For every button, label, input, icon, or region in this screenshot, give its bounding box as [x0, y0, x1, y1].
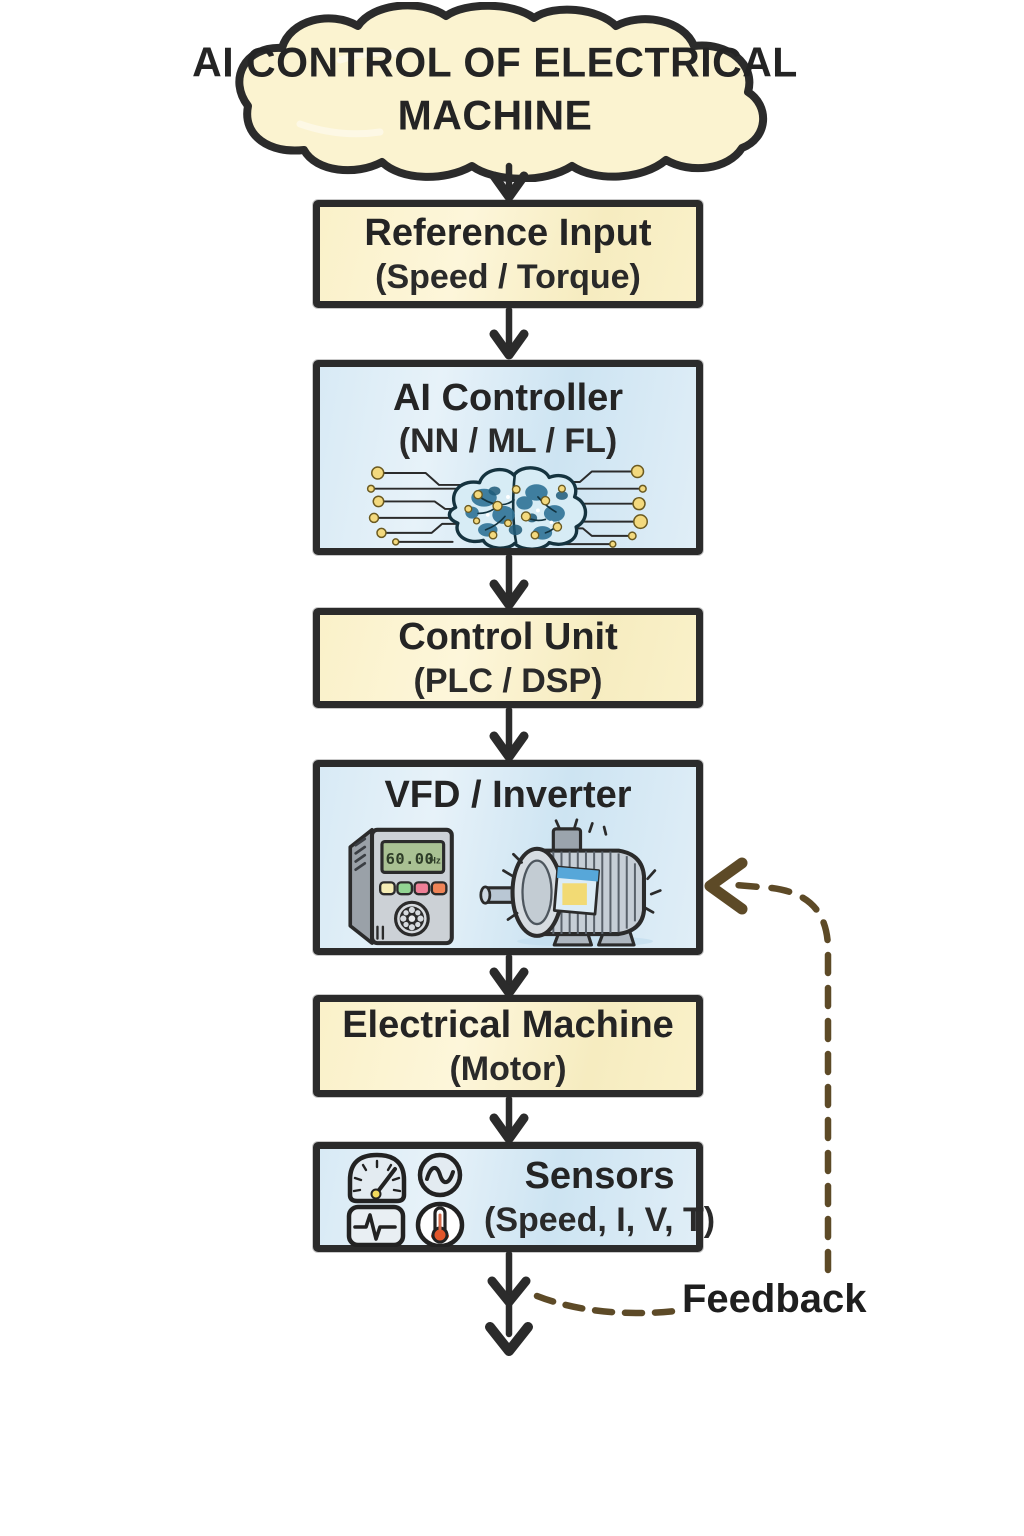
electric-motor-icon — [479, 818, 662, 948]
node-ai-controller: AI Controller (NN / ML / FL) — [313, 360, 703, 555]
reference-input-title: Reference Input — [364, 212, 652, 255]
vfd-drive-icon: 60.00 Hz — [348, 828, 454, 946]
control-unit-subtitle: (PLC / DSP) — [413, 661, 603, 700]
thermometer-icon — [415, 1201, 465, 1247]
cloud-shape — [235, 2, 767, 182]
control-unit-title: Control Unit — [398, 616, 618, 659]
pulse-waveform-icon — [346, 1204, 406, 1247]
vfd-display-unit: Hz — [429, 856, 441, 867]
vfd-display-value: 60.00 — [386, 851, 435, 869]
vfd-inverter-title: VFD / Inverter — [384, 774, 632, 816]
title-cloud: AI CONTROL OF ELECTRICAL MACHINE — [170, 2, 820, 182]
electrical-machine-title: Electrical Machine — [342, 1004, 674, 1047]
diagram-title-line1: AI CONTROL OF ELECTRICAL — [192, 38, 798, 86]
node-vfd-inverter: VFD / Inverter 60.00 Hz — [313, 760, 703, 955]
feedback-label: Feedback — [682, 1277, 867, 1321]
reference-input-subtitle: (Speed / Torque) — [375, 257, 641, 296]
ai-controller-subtitle: (NN / ML / FL) — [398, 422, 618, 461]
vfd-motor-illustration: 60.00 Hz — [348, 818, 662, 948]
diagram-title-line2: MACHINE — [397, 91, 593, 139]
node-control-unit: Control Unit (PLC / DSP) — [313, 608, 703, 708]
speedometer-icon — [347, 1152, 407, 1204]
node-electrical-machine: Electrical Machine (Motor) — [313, 995, 703, 1097]
ai-controller-title: AI Controller — [392, 377, 624, 419]
feedback-arrowhead — [704, 857, 748, 915]
node-sensors: Sensors (Speed, I, V, T) — [313, 1142, 715, 1252]
electrical-machine-subtitle: (Motor) — [449, 1049, 567, 1088]
sensor-icon-group — [346, 1152, 465, 1247]
sensors-subtitle: (Speed, I, V, T) — [484, 1200, 716, 1239]
node-reference-input: Reference Input (Speed / Torque) — [313, 200, 703, 308]
brain-circuit-icon — [366, 464, 648, 548]
sensors-title: Sensors — [524, 1155, 675, 1198]
sine-wave-icon — [417, 1152, 463, 1198]
